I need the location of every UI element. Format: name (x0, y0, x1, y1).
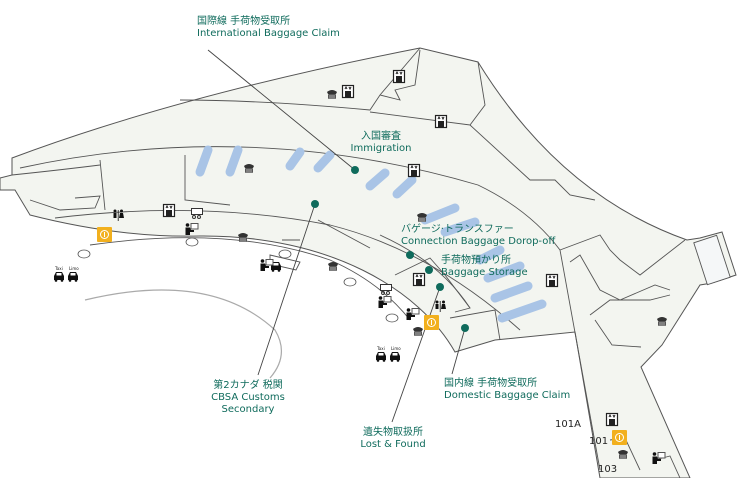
info-icon[interactable] (424, 315, 439, 330)
info-icon[interactable] (97, 227, 112, 242)
label-lost-found: 遺失物取扱所 Lost & Found (360, 427, 425, 451)
label-immigration: 入国審査 Immigration (351, 131, 412, 155)
label-ja: 国際線 手荷物受取所 (197, 16, 291, 27)
terminal-outline (0, 47, 737, 478)
marker-connection[interactable] (406, 251, 414, 259)
label-connection-baggage: バゲージ·トランスファー Connection Baggage Dorop-of… (401, 224, 555, 248)
gate-101a: 101A (555, 419, 581, 430)
gate-101: 101 (589, 436, 609, 447)
marker-domestic[interactable] (461, 324, 469, 332)
label-baggage-storage: 手荷物預かり所 Baggage Storage (441, 255, 528, 279)
label-en: Lost & Found (360, 439, 426, 450)
label-ja: 手荷物預かり所 (441, 255, 511, 266)
label-en: Domestic Baggage Claim (444, 390, 571, 401)
label-en: Secondary (221, 404, 275, 415)
label-ja: 第2カナダ 税関 (213, 380, 283, 391)
marker-storage[interactable] (425, 266, 433, 274)
taxi-sign: Taxi (55, 266, 63, 271)
road-arc (84, 289, 282, 379)
taxi-icon (54, 258, 400, 362)
limo-sign: Limo (69, 266, 79, 271)
marker-cbsa[interactable] (311, 200, 319, 208)
label-cbsa-customs: 第2カナダ 税関 CBSA Customs Secondary (211, 380, 285, 416)
taxi-sign: Taxi (377, 346, 385, 351)
limo-sign: Limo (391, 346, 401, 351)
label-international-baggage-claim: 国際線 手荷物受取所 International Baggage Claim (197, 16, 340, 40)
label-en: International Baggage Claim (197, 28, 340, 39)
label-en: Immigration (350, 143, 412, 154)
marker-lost-found[interactable] (436, 283, 444, 291)
label-ja: 遺失物取扱所 (363, 427, 423, 438)
label-en: CBSA Customs (211, 392, 285, 403)
label-domestic-baggage-claim: 国内線 手荷物受取所 Domestic Baggage Claim (444, 378, 570, 402)
info-icon[interactable] (612, 430, 627, 445)
label-ja: バゲージ·トランスファー (401, 224, 514, 235)
marker-immigration[interactable] (351, 166, 359, 174)
label-ja: 国内線 手荷物受取所 (444, 378, 538, 389)
gate-103: 103 (598, 464, 618, 475)
label-ja: 入国審査 (360, 131, 401, 142)
label-en: Connection Baggage Dorop-off (401, 236, 556, 247)
baggage-carousels (195, 145, 547, 323)
label-en: Baggage Storage (441, 267, 528, 278)
